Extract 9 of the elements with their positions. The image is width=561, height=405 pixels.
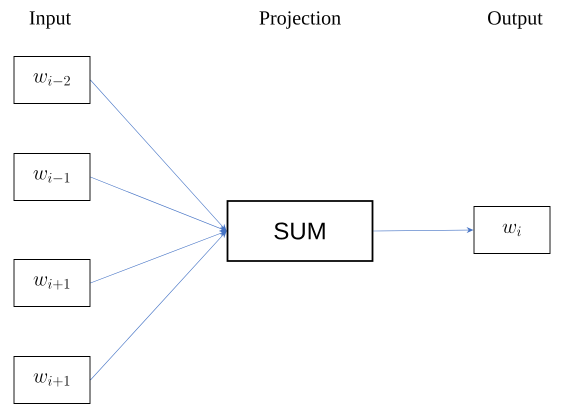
- column-heading: Output: [488, 11, 543, 29]
- word-box: $w_{i}$: [474, 206, 550, 254]
- column-heading: Projection: [259, 11, 341, 29]
- word-box: $w_{i+1}$: [14, 259, 90, 307]
- sum-box: SUM: [226, 200, 374, 262]
- word-box: $w_{i-2}$: [14, 56, 90, 104]
- word-box: $w_{i+1}$: [14, 356, 90, 404]
- column-heading: Input: [30, 11, 71, 29]
- word-box: $w_{i-1}$: [14, 153, 90, 201]
